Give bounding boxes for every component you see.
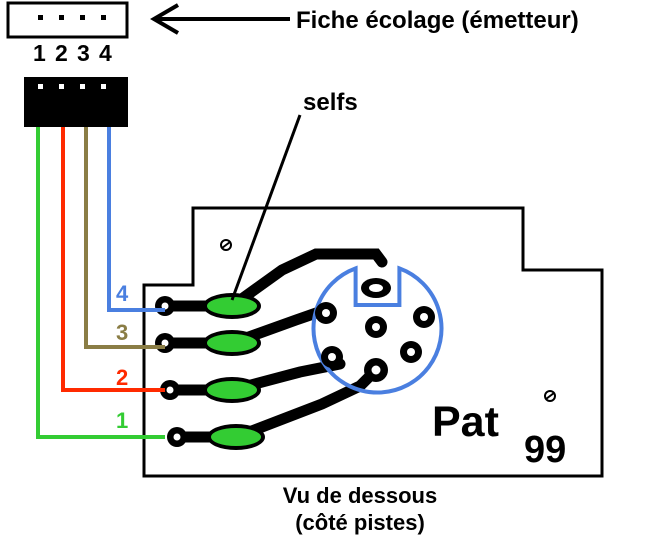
- wire-label-4: 4: [116, 281, 129, 306]
- pin-number-1: 1: [33, 40, 46, 66]
- pin-number-2: 2: [55, 40, 68, 66]
- signature-name: Pat: [432, 398, 499, 446]
- self-inductors: [203, 293, 265, 450]
- wire-3: [84, 127, 165, 349]
- wire-1: [36, 127, 165, 439]
- caption-line-2: (côté pistes): [295, 510, 425, 535]
- din-pins: [315, 278, 435, 382]
- caption-line-1: Vu de dessous: [283, 483, 437, 508]
- selfs-label: selfs: [303, 89, 358, 116]
- wire-4: [107, 127, 165, 312]
- pcb-pads-left: [155, 296, 187, 447]
- selfs-pointer: [230, 114, 302, 301]
- pcb-outline: [142, 206, 604, 478]
- wire-2: [61, 127, 165, 392]
- connector-female-holes: [38, 15, 106, 20]
- mounting-hole-right: [544, 390, 556, 402]
- wire-label-1: 1: [116, 408, 128, 433]
- signature-year: 99: [524, 429, 566, 471]
- header-pins: [38, 84, 106, 89]
- connector-arrow: [150, 3, 290, 35]
- mounting-hole-top: [220, 239, 232, 251]
- pin-number-4: 4: [99, 40, 112, 66]
- wire-label-2: 2: [116, 365, 128, 390]
- fiche-label: Fiche écolage (émetteur): [296, 7, 579, 34]
- connector-female: [6, 1, 129, 39]
- wire-label-3: 3: [116, 320, 128, 345]
- pin-number-3: 3: [77, 40, 90, 66]
